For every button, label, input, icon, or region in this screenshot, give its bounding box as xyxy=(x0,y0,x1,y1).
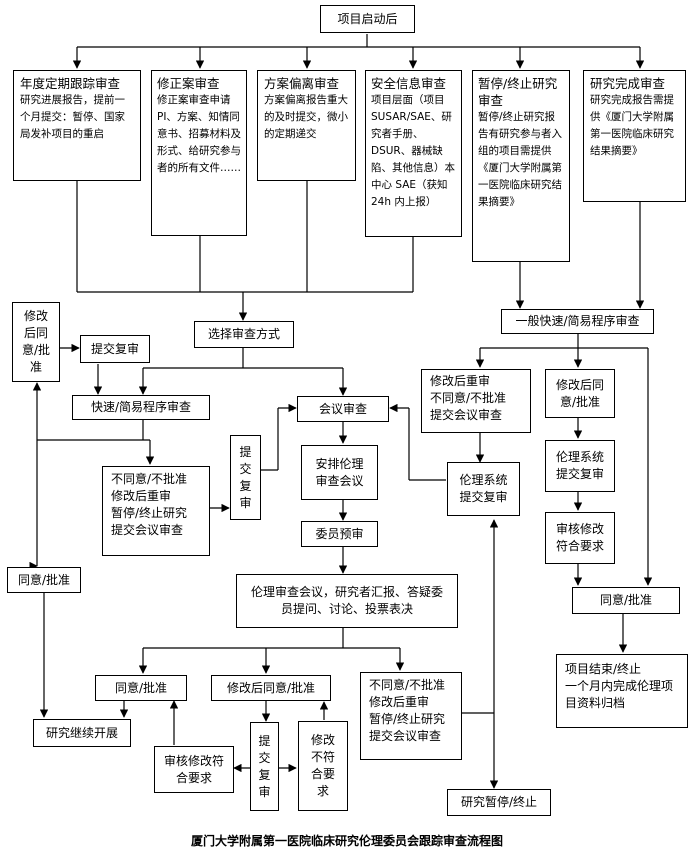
right-ethics-submit-label: 伦理系统提交复审 xyxy=(555,450,604,481)
right-reject-line-1: 修改后重审 xyxy=(430,374,491,388)
annual-review-head: 年度定期跟踪审查 xyxy=(20,76,121,91)
annual-review-box: 年度定期跟踪审查 研究进展报告，提前一个月提交：暂停、国家局发补项目的重启 xyxy=(13,70,141,181)
center-not-meet-box: 修改不符合要求 xyxy=(298,721,348,811)
suspend-review-body: 暂停/终止研究报告有研究参与者入组的项目需提供《厦门大学附属第一医院临床研究结果… xyxy=(478,111,562,208)
right-reject-line-3: 提交会议审查 xyxy=(430,408,503,422)
left-fast-review-box: 快速/简易程序审查 xyxy=(72,395,210,420)
safety-review-body: 项目层面（项目SUSAR/SAE、研究者手册、DSUR、器械缺陷、其他信息）本中… xyxy=(371,94,455,208)
center-modified-agree-label: 修改后同意/批准 xyxy=(226,680,316,695)
right-ethics-submit-box: 伦理系统提交复审 xyxy=(545,440,615,492)
project-end-line-1: 项目结束/终止 xyxy=(565,662,642,676)
select-method-box: 选择审查方式 xyxy=(194,321,294,348)
left-modified-agree-label: 修改后同意/批准 xyxy=(21,309,51,374)
right-reject-box: 修改后重审 不同意/不批准 提交会议审查 xyxy=(421,369,531,433)
center-submit-re-label: 提交复审 xyxy=(258,733,271,799)
left-fast-review-label: 快速/简易程序审查 xyxy=(90,400,192,414)
center-not-meet-label: 修改不符合要求 xyxy=(310,733,335,798)
center-disagree-line-3: 暂停/终止研究 xyxy=(369,712,446,726)
research-paused-box: 研究暂停/终止 xyxy=(447,789,551,816)
completion-review-box: 研究完成审查 研究完成报告需提供《厦门大学附属第一医院临床研究结果摘要》 xyxy=(583,70,686,202)
right-check-label: 审核修改符合要求 xyxy=(555,522,604,553)
suspend-review-box: 暂停/终止研究审查 暂停/终止研究报告有研究参与者入组的项目需提供《厦门大学附属… xyxy=(472,70,570,262)
project-start-label: 项目启动后 xyxy=(337,11,398,26)
arrange-meeting-label: 安排伦理审查会议 xyxy=(315,456,364,488)
left-disagree-line-4: 提交会议审查 xyxy=(111,523,184,537)
left-submit-re-vertical-label: 提交复审 xyxy=(239,444,252,510)
deviation-review-body: 方案偏离报告重大的及时提交，微小的定期递交 xyxy=(264,94,348,140)
completion-review-head: 研究完成审查 xyxy=(590,76,666,91)
project-end-line-2: 一个月内完成伦理项目资料归档 xyxy=(565,679,674,710)
research-continue-label: 研究继续开展 xyxy=(45,725,118,740)
project-start-box: 项目启动后 xyxy=(320,5,415,33)
left-disagree-line-1: 不同意/不批准 xyxy=(111,472,188,486)
project-end-box: 项目结束/终止 一个月内完成伦理项目资料归档 xyxy=(556,654,688,728)
left-agree-label: 同意/批准 xyxy=(17,572,71,587)
research-continue-box: 研究继续开展 xyxy=(33,719,131,747)
amendment-review-box: 修正案审查 修正案审查申请PI、方案、知情同意书、招募材料及形式、给研究参与者的… xyxy=(151,70,247,236)
center-submit-re-box: 提交复审 xyxy=(250,722,279,811)
center-disagree-line-1: 不同意/不批准 xyxy=(369,678,446,692)
deviation-review-box: 方案偏离审查 方案偏离报告重大的及时提交，微小的定期递交 xyxy=(257,70,356,181)
left-submit-re-box: 提交复审 xyxy=(80,335,150,363)
annual-review-body: 研究进展报告，提前一个月提交：暂停、国家局发补项目的重启 xyxy=(20,94,125,140)
safety-review-box: 安全信息审查 项目层面（项目SUSAR/SAE、研究者手册、DSUR、器械缺陷、… xyxy=(365,70,462,237)
meeting-review-label: 会议审查 xyxy=(318,401,367,416)
left-modified-agree-box: 修改后同意/批准 xyxy=(12,302,60,382)
left-submit-re-vertical-box: 提交复审 xyxy=(230,435,261,520)
center-disagree-box: 不同意/不批准 修改后重审 暂停/终止研究 提交会议审查 xyxy=(360,672,462,760)
left-agree-box: 同意/批准 xyxy=(7,567,81,593)
left-disagree-box: 不同意/不批准 修改后重审 暂停/终止研究 提交会议审查 xyxy=(102,466,210,556)
center-ethics-submit-box: 伦理系统提交复审 xyxy=(447,462,520,516)
right-fast-review-label: 一般快速/简易程序审查 xyxy=(515,314,640,328)
suspend-review-head: 暂停/终止研究审查 xyxy=(478,76,558,108)
right-modified-agree-label: 修改后同意/批准 xyxy=(555,377,604,409)
center-ethics-submit-label: 伦理系统提交复审 xyxy=(459,473,508,504)
safety-review-head: 安全信息审查 xyxy=(371,76,447,91)
amendment-review-body: 修正案审查申请PI、方案、知情同意书、招募材料及形式、给研究参与者的所有文件…… xyxy=(157,94,241,174)
center-agree-label: 同意/批准 xyxy=(114,680,168,695)
left-disagree-line-2: 修改后重审 xyxy=(111,489,172,503)
right-check-box: 审核修改符合要求 xyxy=(545,512,615,564)
arrange-meeting-box: 安排伦理审查会议 xyxy=(301,445,378,500)
deviation-review-head: 方案偏离审查 xyxy=(264,76,340,91)
diagram-title: 厦门大学附属第一医院临床研究伦理委员会跟踪审查流程图 xyxy=(190,834,503,848)
meeting-detail-label: 伦理审查会议，研究者汇报、答疑委员提问、讨论、投票表决 xyxy=(250,585,443,616)
pre-review-label: 委员预审 xyxy=(315,526,364,541)
right-agree-label: 同意/批准 xyxy=(599,593,653,607)
center-disagree-line-4: 提交会议审查 xyxy=(369,729,442,743)
meeting-detail-box: 伦理审查会议，研究者汇报、答疑委员提问、讨论、投票表决 xyxy=(236,574,458,628)
pre-review-box: 委员预审 xyxy=(301,521,378,547)
meeting-review-box: 会议审查 xyxy=(297,396,389,422)
center-modified-agree-box: 修改后同意/批准 xyxy=(211,675,331,701)
right-reject-line-2: 不同意/不批准 xyxy=(430,391,507,405)
right-modified-agree-box: 修改后同意/批准 xyxy=(545,369,615,418)
center-check-label: 审核修改符合要求 xyxy=(163,753,224,785)
right-fast-review-box: 一般快速/简易程序审查 xyxy=(501,309,654,334)
left-submit-re-label: 提交复审 xyxy=(90,341,139,356)
center-disagree-line-2: 修改后重审 xyxy=(369,695,430,709)
amendment-review-head: 修正案审查 xyxy=(157,76,220,91)
select-method-label: 选择审查方式 xyxy=(207,327,280,341)
completion-review-body: 研究完成报告需提供《厦门大学附属第一医院临床研究结果摘要》 xyxy=(590,94,674,157)
left-disagree-line-3: 暂停/终止研究 xyxy=(111,506,188,520)
center-agree-box: 同意/批准 xyxy=(95,675,187,701)
research-paused-label: 研究暂停/终止 xyxy=(460,795,538,809)
center-check-box: 审核修改符合要求 xyxy=(154,746,234,793)
right-agree-box: 同意/批准 xyxy=(572,587,680,614)
